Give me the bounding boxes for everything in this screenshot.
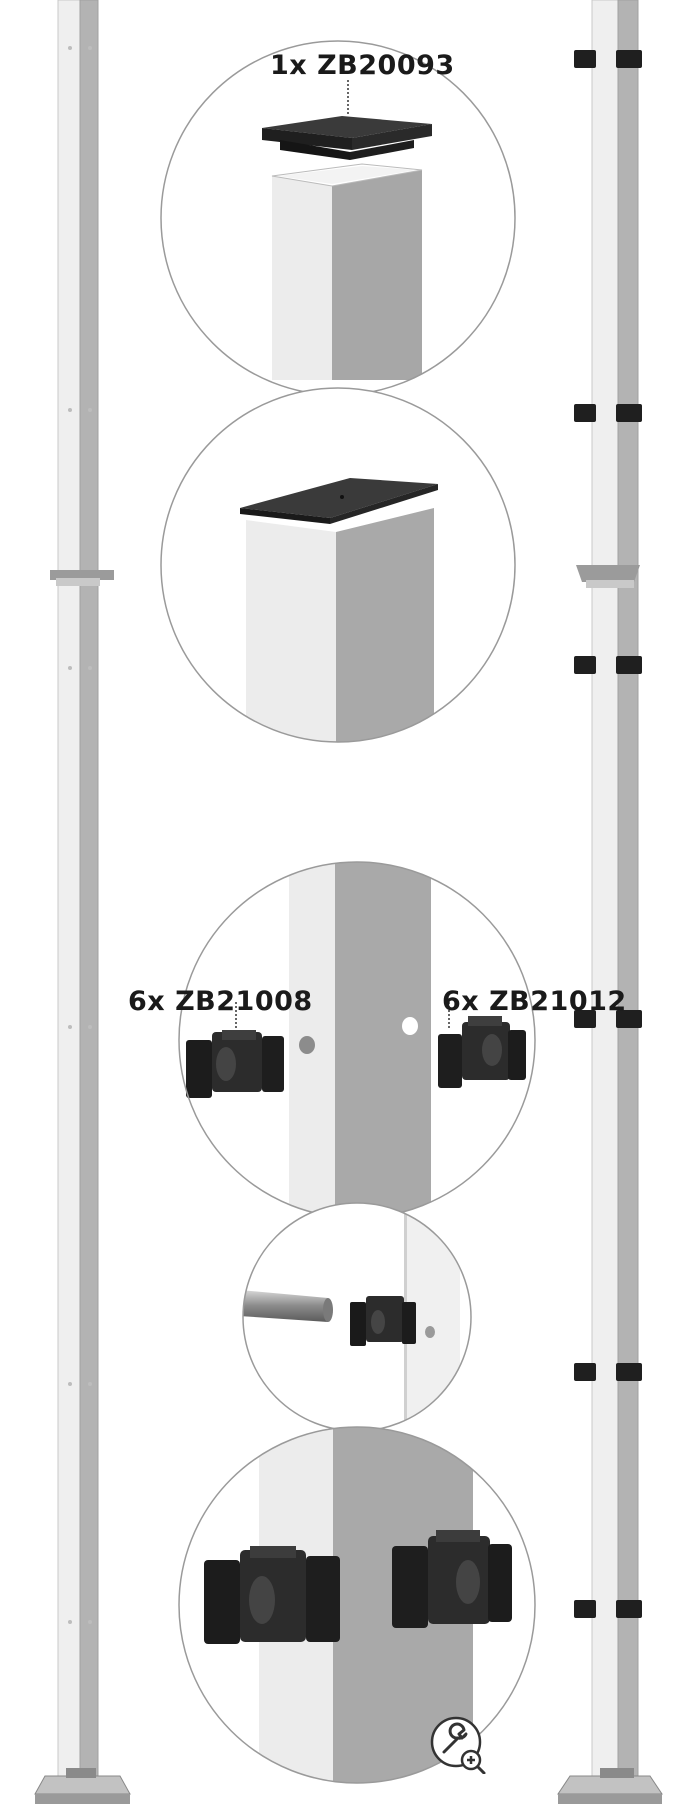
clip-with-rod <box>350 1296 416 1346</box>
post-cap <box>262 116 432 160</box>
detail-circle-clips <box>178 861 536 1219</box>
left-post-base-plate <box>34 1768 131 1804</box>
part-label-clip-right: 6x ZB21012 <box>442 986 627 1017</box>
detail-circle-rod <box>242 1202 472 1432</box>
installed-clip-left <box>204 1546 340 1644</box>
installed-clip-right <box>392 1530 512 1628</box>
right-post-base-plate <box>557 1768 663 1804</box>
right-post-bracket <box>576 565 640 588</box>
right-post-clips <box>574 50 642 1618</box>
right-post <box>557 0 663 1804</box>
zoom-button[interactable] <box>428 1714 488 1775</box>
detail-circle-cap-installed <box>160 387 516 743</box>
left-post <box>34 0 131 1804</box>
left-post-bracket <box>50 570 114 586</box>
left-post-holes <box>68 46 92 1624</box>
part-label-clip-left: 6x ZB21008 <box>128 986 313 1017</box>
detail-circle-cap-exploded <box>160 40 516 396</box>
zoom-wrench-icon <box>430 1716 486 1775</box>
detail-circle-clips-installed <box>178 1426 536 1784</box>
clip-right <box>438 1016 526 1088</box>
clip-left <box>186 1030 284 1098</box>
part-label-cap: 1x ZB20093 <box>270 50 455 81</box>
